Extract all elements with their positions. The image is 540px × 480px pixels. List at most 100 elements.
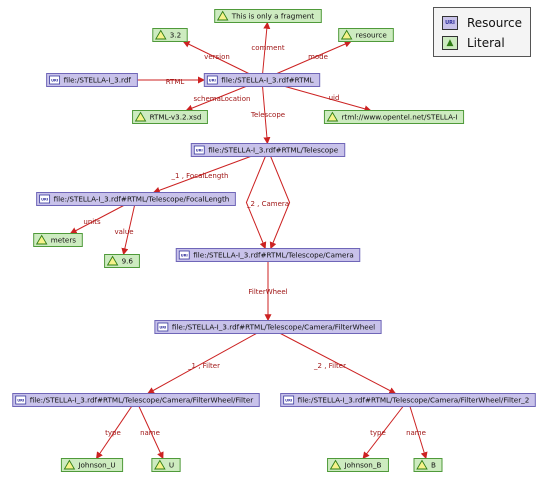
uri-icon: URI — [283, 395, 295, 405]
edge-filter1 — [147, 333, 257, 394]
node-label: B — [431, 461, 436, 470]
edge-mode — [276, 40, 352, 74]
node-label: rtml://www.opentel.net/STELLA-I — [341, 113, 457, 122]
node-label: Johnson_B — [344, 461, 382, 470]
node-meters[interactable]: meters — [33, 233, 83, 247]
edge-label-comment: comment — [251, 44, 285, 52]
edge-uid — [285, 86, 372, 113]
node-box — [151, 458, 181, 472]
node-B[interactable]: B — [413, 458, 443, 472]
node-label: This is only a fragment — [231, 12, 315, 21]
svg-text:URI: URI — [51, 78, 58, 82]
node-label: meters — [51, 236, 77, 245]
node-uid[interactable]: rtml://www.opentel.net/STELLA-I — [323, 110, 465, 124]
edges-layer — [69, 21, 428, 460]
node-telescope[interactable]: URI file:/STELLA-I_3.rdf#RTML/Telescope — [190, 143, 346, 157]
edge-name2 — [409, 406, 428, 460]
node-box — [12, 393, 260, 407]
edge-label-schemaLocation: schemaLocation — [194, 95, 251, 103]
node-resource[interactable]: resource — [338, 28, 394, 42]
edge-label-filterwheel: FilterWheel — [248, 288, 287, 296]
edge-focallength — [152, 156, 251, 194]
legend-literal-row: ▲ Literal — [442, 35, 505, 51]
literal-triangle-icon — [416, 459, 428, 470]
edge-label-units: units — [83, 218, 101, 226]
edge-label-focallength: _1 , FocalLength — [171, 172, 229, 180]
edge-type2 — [362, 406, 404, 460]
literal-triangle-icon — [329, 459, 342, 470]
edge-units — [69, 205, 124, 234]
legend-resource-label: Resource — [467, 16, 523, 30]
edge-filter2 — [280, 333, 397, 394]
node-label: file:/STELLA-I_3.rdf#RTML/Telescope/Came… — [172, 323, 375, 332]
edge-label-type1: type — [105, 429, 121, 437]
node-camera[interactable]: URI file:/STELLA-I_3.rdf#RTML/Telescope/C… — [175, 248, 361, 262]
edge-camera-a — [245, 156, 267, 250]
node-box — [280, 393, 536, 407]
svg-text:URI: URI — [41, 197, 48, 201]
node-box — [60, 458, 124, 472]
node-v96[interactable]: 9.6 — [104, 254, 140, 268]
uri-icon: URI — [206, 75, 218, 85]
node-johnsonU[interactable]: Johnson_U — [60, 458, 124, 472]
svg-text:URI: URI — [159, 325, 166, 329]
node-box — [46, 73, 138, 87]
node-label: file:/STELLA-I_3.rdf#RTML/Telescope — [208, 146, 338, 155]
node-label: file:/STELLA-I_3.rdf#RTML — [221, 76, 313, 85]
node-label: U — [169, 461, 174, 470]
legend: URI Resource ▲ Literal — [433, 7, 531, 57]
node-box — [154, 320, 382, 334]
legend-literal-label: Literal — [467, 36, 505, 50]
edge-label-name1: name — [140, 429, 160, 437]
uri-icon: URI — [157, 322, 169, 332]
node-label: resource — [356, 31, 388, 40]
literal-triangle-icon — [134, 111, 147, 122]
edge-type1 — [95, 406, 133, 460]
edge-name1 — [138, 406, 164, 460]
node-rdf[interactable]: URI file:/STELLA-I_3.rdf — [46, 73, 138, 87]
edge-telescope — [262, 86, 271, 145]
literal-triangle-icon — [154, 29, 167, 40]
node-box — [36, 192, 236, 206]
edge-label-uid: uid — [329, 94, 340, 102]
node-box — [203, 73, 321, 87]
node-label: 3.2 — [170, 31, 181, 40]
node-v32[interactable]: 3.2 — [152, 28, 188, 42]
node-johnsonB[interactable]: Johnson_B — [327, 458, 389, 472]
node-box — [323, 110, 465, 124]
edge-value — [121, 205, 136, 256]
node-label: file:/STELLA-I_3.rdf — [64, 76, 132, 85]
uri-icon: URI — [39, 194, 51, 204]
uri-icon: URI — [193, 145, 205, 155]
edge-label-camera-a: _2 , Camera — [246, 200, 289, 208]
node-U[interactable]: U — [151, 458, 181, 472]
node-xsd[interactable]: RTML-v3.2.xsd — [132, 110, 208, 124]
node-label: RTML-v3.2.xsd — [150, 113, 202, 122]
literal-icon: ▲ — [442, 36, 458, 50]
node-fragment[interactable]: This is only a fragment — [214, 9, 322, 23]
edge-label-rtml-rel: RTML — [166, 78, 185, 86]
node-label: 9.6 — [122, 257, 134, 266]
literal-triangle-icon — [63, 459, 76, 470]
literal-triangle-icon — [340, 29, 353, 40]
svg-text:URI: URI — [196, 148, 203, 152]
edge-label-name2: name — [406, 429, 426, 437]
literal-triangle-icon — [326, 111, 339, 122]
uri-icon: URI — [15, 395, 27, 405]
edge-label-type2: type — [370, 429, 386, 437]
node-label: Johnson_U — [77, 461, 115, 470]
literal-triangle-icon — [154, 459, 166, 470]
node-label: file:/STELLA-I_3.rdf#RTML/Telescope/Came… — [193, 251, 354, 260]
edge-label-value: value — [114, 228, 133, 236]
node-fwheel[interactable]: URI file:/STELLA-I_3.rdf#RTML/Telescope/C… — [154, 320, 382, 334]
edge-camera-b — [269, 156, 291, 250]
svg-text:URI: URI — [285, 398, 292, 402]
svg-text:URI: URI — [181, 253, 188, 257]
